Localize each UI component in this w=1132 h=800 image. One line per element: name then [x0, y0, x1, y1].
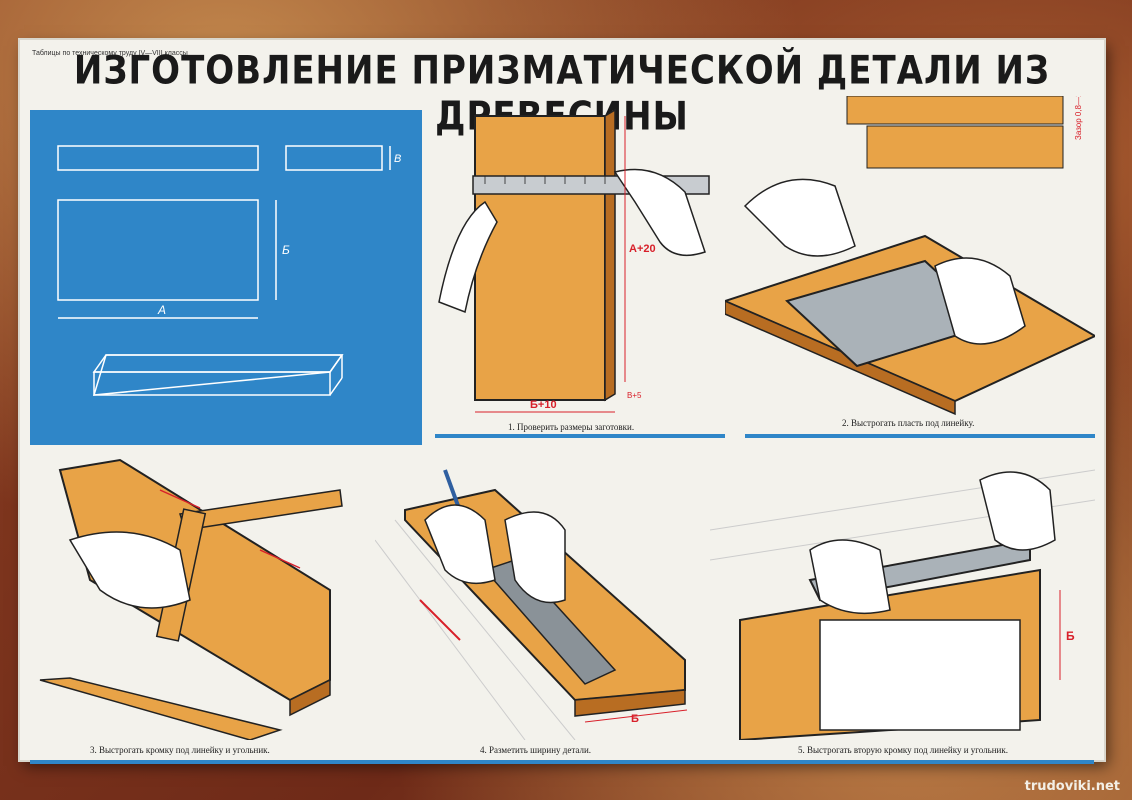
dim-thickness: В+5	[627, 391, 642, 400]
right-hand	[504, 511, 566, 604]
front-view-rect	[57, 199, 259, 301]
workpiece-board	[474, 115, 606, 401]
try-square-blade	[179, 489, 343, 531]
label-length: А	[157, 303, 166, 317]
loose-board	[39, 677, 283, 741]
step-3-illustration	[30, 450, 360, 741]
dim-length: А+20	[629, 243, 656, 255]
dim-width: Б	[631, 713, 639, 725]
label-thickness: В	[394, 153, 401, 165]
dim-width: Б	[1066, 629, 1075, 643]
side-view-rect	[285, 145, 383, 171]
divider-2	[745, 434, 1095, 438]
left-hand	[438, 200, 498, 314]
step-4-illustration: Б	[374, 460, 700, 741]
steel-ruler	[483, 559, 617, 685]
series-label: Таблицы по техническому труду IV—VIII кл…	[32, 50, 188, 57]
label-width: Б	[282, 243, 290, 257]
dim-width: Б+10	[530, 399, 557, 411]
iso-front	[93, 371, 331, 396]
step-3-caption: 3. Выстрогать кромку под линейку и уголь…	[90, 745, 270, 755]
isometric-top	[92, 354, 344, 396]
step-4-caption: 4. Разметить ширину детали.	[480, 745, 592, 755]
step-5-illustration: Б	[709, 450, 1096, 742]
right-hand	[934, 257, 1026, 345]
vise	[819, 619, 1021, 731]
divider-1	[435, 434, 725, 438]
right-hand	[979, 471, 1056, 551]
step-2-caption: 2. Выстрогать пласть под линейку.	[842, 418, 975, 428]
right-hand	[613, 168, 706, 257]
blueprint-panel: А Б В	[30, 110, 422, 445]
step-1-illustration: А+20 Б+10 В+5	[435, 102, 725, 432]
step-5-caption: 5. Выстрогать вторую кромку под линейку …	[798, 745, 1008, 755]
step-1-caption: 1. Проверить размеры заготовки.	[508, 422, 635, 432]
poster-title: ИЗГОТОВЛЕНИЕ ПРИЗМАТИЧЕСКОЙ ДЕТАЛИ ИЗ ДР…	[73, 48, 1051, 140]
check-board	[866, 125, 1064, 169]
left-hand	[743, 178, 856, 257]
divider-3	[30, 760, 1094, 764]
poster: Таблицы по техническому труду IV—VIII кл…	[20, 40, 1104, 764]
blueprint-drawing: А Б В	[57, 145, 401, 396]
step-2-illustration: Зазор 0,8—1мм	[722, 82, 1098, 431]
hand	[68, 531, 191, 609]
top-view-rect	[57, 145, 259, 171]
check-ruler	[846, 95, 1064, 125]
left-hand	[809, 539, 891, 615]
iso-face	[92, 354, 344, 373]
gap-label: Зазор 0,8—1мм	[1074, 96, 1083, 140]
left-hand	[424, 504, 496, 585]
watermark: trudoviki.net	[1024, 779, 1120, 794]
